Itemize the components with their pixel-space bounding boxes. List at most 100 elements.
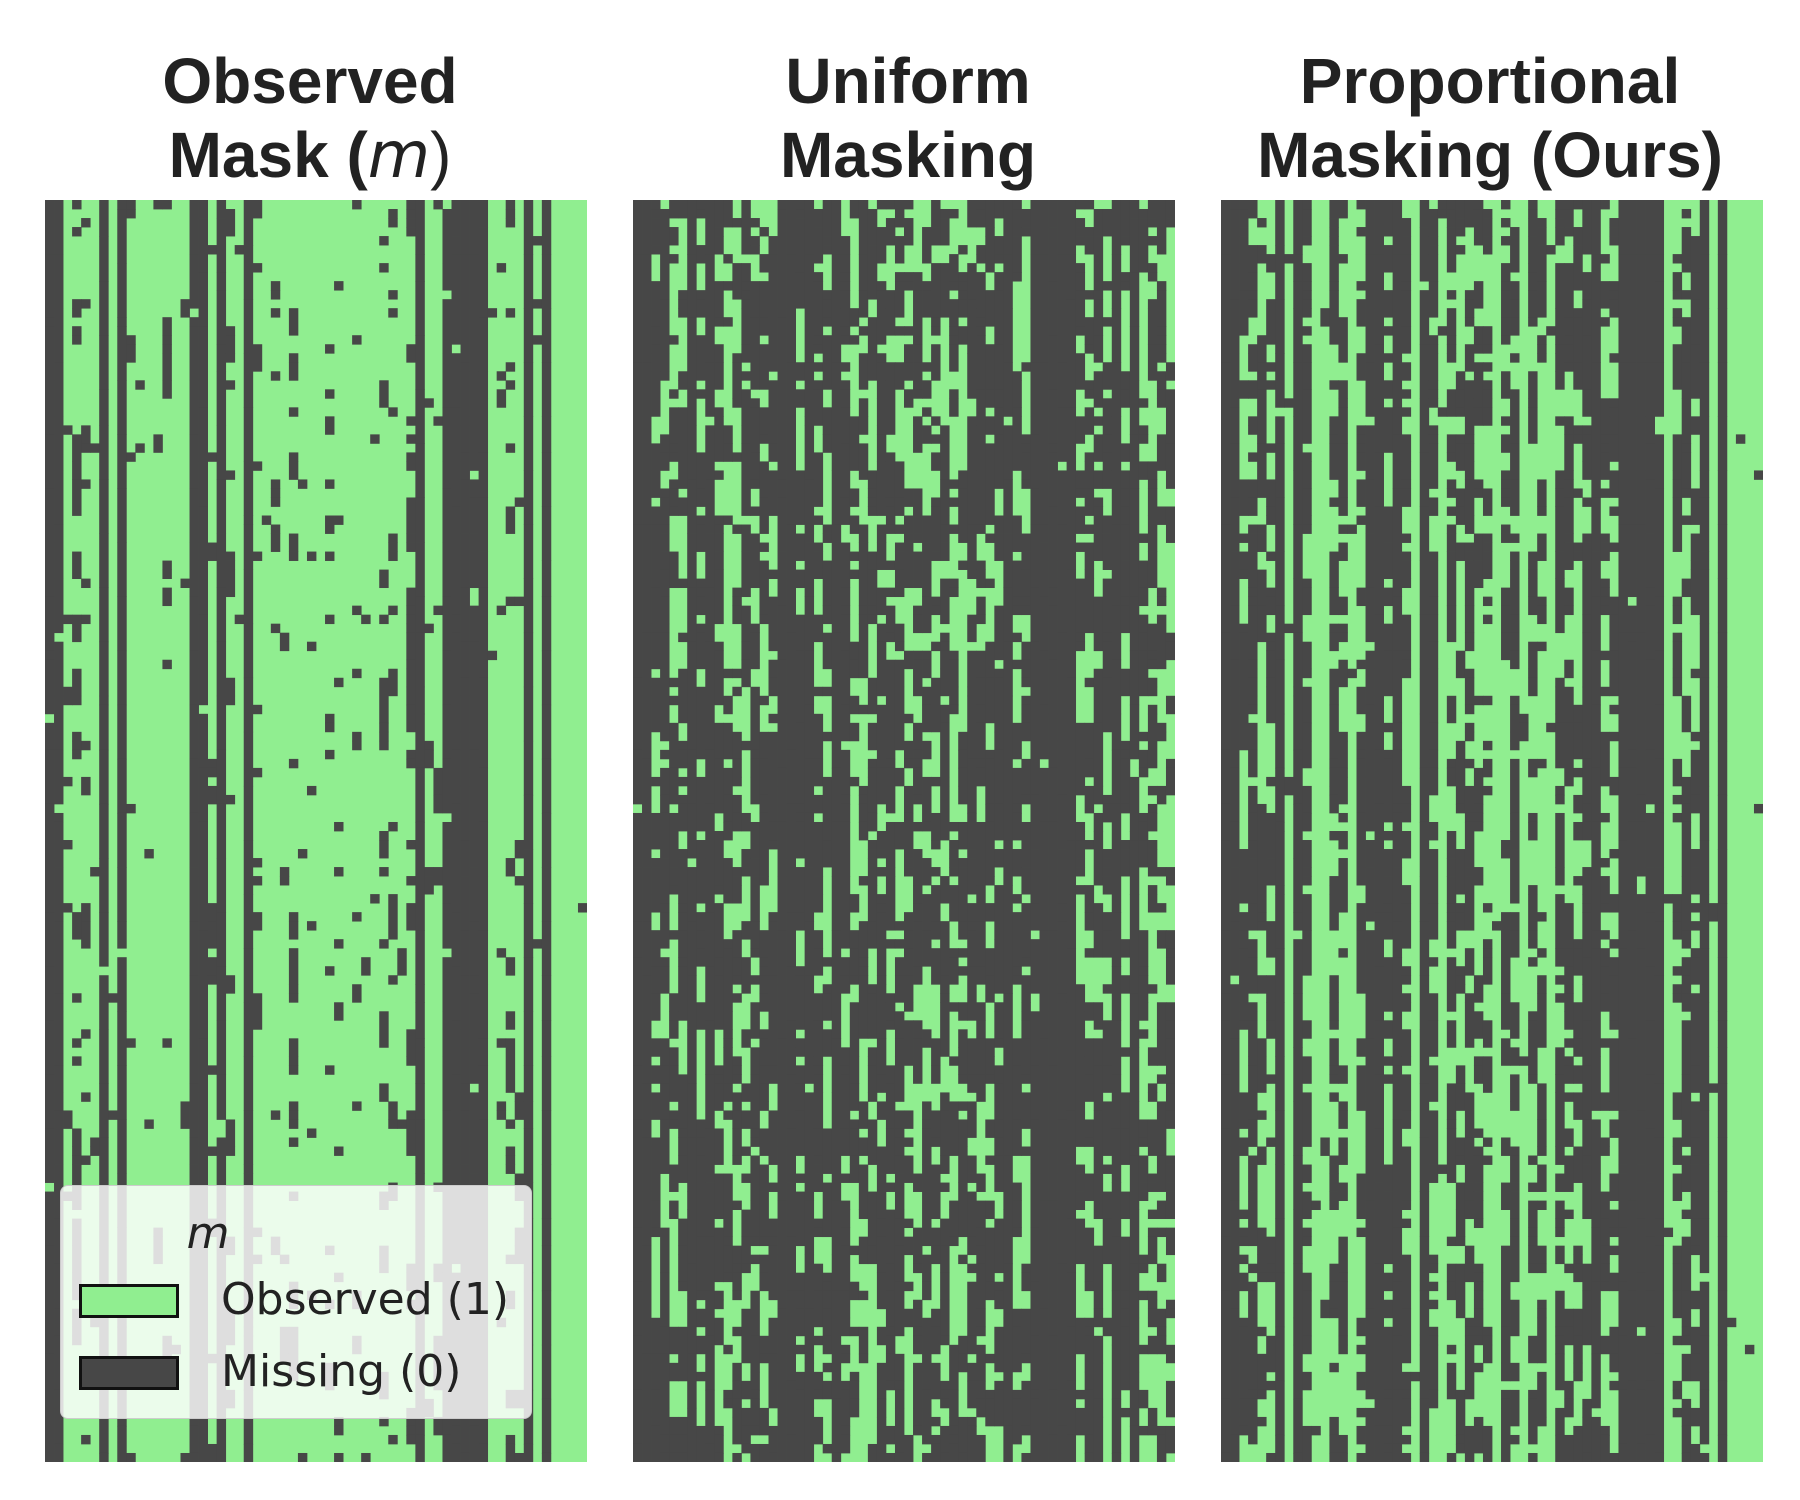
heatmap-cell-missing: [913, 1227, 923, 1265]
heatmap-cell-missing: [1329, 1281, 1339, 1301]
heatmap-cell-missing: [750, 686, 760, 742]
heatmap-cell-missing: [1257, 921, 1267, 931]
heatmap-cell-missing: [523, 200, 534, 255]
heatmap-cell-missing: [469, 695, 479, 751]
heatmap-cell-missing: [1455, 506, 1466, 525]
heatmap-cell-missing: [90, 443, 100, 453]
heatmap-cell-missing: [768, 677, 778, 697]
heatmap-cell-missing: [1582, 200, 1592, 255]
heatmap-cell-missing: [651, 506, 661, 516]
heatmap-cell-missing: [1473, 1056, 1484, 1066]
heatmap-cell-missing: [1165, 948, 1175, 958]
heatmap-cell-missing: [1048, 281, 1058, 336]
heatmap-cell-missing: [442, 849, 452, 904]
heatmap-cell-missing: [1672, 1092, 1683, 1120]
heatmap-cell-missing: [379, 831, 389, 841]
heatmap-cell-missing: [1582, 731, 1592, 760]
heatmap-cell-missing: [1239, 290, 1249, 336]
heatmap-cell-missing: [894, 1056, 905, 1102]
heatmap-cell-missing: [732, 758, 742, 778]
heatmap-cell-missing: [795, 362, 806, 381]
heatmap-cell-missing: [840, 1245, 851, 1256]
heatmap-cell-missing: [831, 1092, 842, 1147]
heatmap-cell-missing: [822, 1029, 833, 1057]
heatmap-cell-missing: [1537, 218, 1547, 228]
heatmap-cell-missing: [642, 1029, 652, 1084]
heatmap-cell-missing: [1600, 1263, 1610, 1283]
heatmap-cell-missing: [1048, 1299, 1058, 1337]
heatmap-cell-missing: [1582, 912, 1592, 958]
heatmap-cell-missing: [1275, 1272, 1285, 1328]
heatmap-cell-missing: [1654, 867, 1665, 922]
heatmap-cell-missing: [1248, 840, 1258, 859]
heatmap-cell-missing: [1021, 1002, 1031, 1012]
heatmap-cell-missing: [1464, 1317, 1475, 1328]
heatmap-cell-missing: [1528, 218, 1538, 237]
heatmap-cell-missing: [1102, 867, 1113, 877]
heatmap-cell-missing: [1482, 614, 1493, 625]
heatmap-cell-missing: [931, 515, 941, 552]
heatmap-cell-missing: [1636, 416, 1646, 471]
heatmap-cell-missing: [1257, 218, 1267, 228]
heatmap-cell-missing: [252, 551, 263, 561]
heatmap-cell-missing: [967, 1425, 977, 1462]
heatmap-cell-missing: [1419, 1398, 1430, 1454]
heatmap-cell-missing: [804, 542, 815, 598]
heatmap-cell-missing: [931, 1047, 941, 1066]
heatmap-cell-missing: [660, 966, 670, 994]
heatmap-cell-missing: [1699, 470, 1710, 498]
heatmap-cell-missing: [822, 686, 833, 697]
heatmap-cell-missing: [1066, 894, 1077, 949]
heatmap-cell-missing: [1492, 921, 1502, 931]
heatmap-cell-missing: [1356, 1101, 1366, 1111]
heatmap-cell-missing: [678, 1254, 688, 1283]
heatmap-cell-missing: [243, 200, 254, 246]
heatmap-cell-missing: [1582, 299, 1592, 336]
heatmap-cell-missing: [306, 551, 317, 561]
heatmap-cell-missing: [1564, 1155, 1574, 1192]
heatmap-cell-missing: [1482, 758, 1493, 778]
heatmap-cell-missing: [1356, 425, 1366, 435]
heatmap-cell-missing: [1221, 984, 1231, 994]
heatmap-cell-missing: [1329, 1200, 1339, 1210]
heatmap-cell-missing: [967, 930, 977, 967]
heatmap-cell-missing: [985, 1398, 995, 1409]
heatmap-cell-missing: [831, 1038, 842, 1093]
heatmap-cell-missing: [885, 1353, 896, 1364]
heatmap-cell-missing: [813, 1416, 824, 1445]
heatmap-cell-missing: [1582, 542, 1592, 570]
heatmap-cell-missing: [1093, 1308, 1104, 1328]
heatmap-cell-missing: [54, 1335, 64, 1391]
heatmap-cell-missing: [651, 353, 661, 372]
heatmap-cell-missing: [1048, 227, 1058, 282]
heatmap-cell-missing: [1482, 1425, 1493, 1462]
heatmap-cell-missing: [931, 867, 941, 877]
heatmap-cell-missing: [913, 1020, 923, 1039]
heatmap-cell-missing: [840, 704, 851, 742]
heatmap-cell-missing: [478, 713, 489, 769]
heatmap-cell-missing: [1383, 1425, 1394, 1445]
heatmap-cell-missing: [1356, 308, 1366, 327]
heatmap-cell-missing: [1293, 1263, 1303, 1319]
heatmap-cell-missing: [949, 867, 959, 877]
heatmap-cell-missing: [514, 1101, 525, 1120]
heatmap-cell-missing: [162, 353, 172, 381]
heatmap-cell-missing: [885, 200, 896, 210]
heatmap-cell-missing: [840, 957, 851, 976]
heatmap-cell-missing: [1147, 1335, 1158, 1355]
heatmap-cell-missing: [633, 308, 643, 363]
heatmap-cell-missing: [1528, 1389, 1538, 1400]
heatmap-cell-missing: [1600, 254, 1610, 264]
heatmap-cell-missing: [940, 1452, 950, 1462]
heatmap-cell-missing: [1501, 533, 1511, 543]
heatmap-cell-missing: [1573, 731, 1583, 760]
heatmap-cell-missing: [514, 840, 525, 859]
heatmap-cell-missing: [1248, 272, 1258, 291]
heatmap-cell-missing: [876, 1371, 887, 1400]
heatmap-cell-missing: [54, 1164, 64, 1220]
heatmap-cell-missing: [505, 1164, 516, 1174]
heatmap-cell-missing: [687, 1191, 697, 1210]
heatmap-cell-missing: [1645, 1290, 1655, 1328]
heatmap-cell-missing: [1636, 948, 1646, 1003]
heatmap-cell-missing: [1239, 948, 1249, 985]
